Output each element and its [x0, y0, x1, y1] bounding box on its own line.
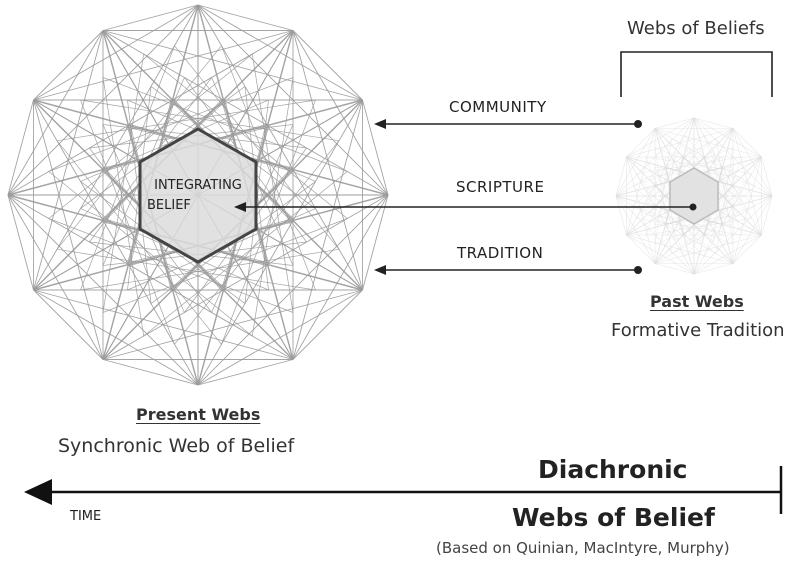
tradition-label: TRADITION [457, 244, 544, 262]
present-web-line [80, 99, 340, 142]
past-web-line [632, 137, 717, 206]
present-web-line [174, 45, 340, 250]
past-web-line [716, 138, 734, 245]
past-web-line [671, 186, 756, 255]
formative-tradition-label: Formative Tradition [611, 320, 785, 341]
past-web-line [645, 156, 752, 174]
past-web-line [635, 134, 704, 219]
past-web-line [671, 137, 756, 206]
present-web-line [56, 248, 316, 291]
time-label: TIME [70, 509, 102, 524]
past-web-line [761, 156, 773, 197]
present-web-line [221, 99, 316, 345]
past-web-line [684, 173, 753, 258]
community-dot [634, 120, 642, 128]
past-web-line [635, 173, 704, 258]
past-web-line [632, 205, 734, 245]
past-web-line [703, 134, 743, 236]
past-web-line [732, 128, 762, 158]
present-web-line [143, 171, 348, 337]
integrating-label-line1: INTEGRATING [154, 178, 242, 193]
past-web-line [716, 147, 734, 254]
present-web-line [80, 248, 340, 291]
present-web-line [33, 289, 104, 360]
present-web-line [48, 77, 294, 172]
past-web-line [615, 156, 627, 197]
present-web-line [7, 194, 34, 291]
attribution-label: (Based on Quinian, MacIntyre, Murphy) [436, 539, 730, 557]
past-web-line [632, 147, 734, 187]
present-web-line [102, 4, 199, 31]
past-web-line [693, 263, 734, 275]
past-web-line [654, 147, 672, 254]
webs-of-beliefs-bracket [620, 51, 773, 97]
past-web-line [632, 186, 717, 255]
present-web-line [102, 77, 145, 337]
past-web-line [654, 138, 672, 245]
present-web-line [362, 194, 389, 291]
past-web-line [703, 156, 743, 258]
past-web-line [636, 218, 743, 236]
present-web-line [48, 171, 253, 337]
present-web-line [251, 53, 294, 313]
present-web-line [197, 4, 294, 31]
past-web-line [693, 117, 734, 129]
webs-of-belief-label: Webs of Belief [512, 503, 715, 532]
past-web-line [645, 134, 685, 236]
past-web-line [654, 147, 756, 187]
integrating-belief-label: INTEGRATING BELIEF [140, 176, 256, 216]
tradition-arrowhead [374, 265, 386, 275]
past-web-line [654, 205, 756, 245]
integrating-belief-hexagon [138, 127, 258, 264]
present-web-line [102, 218, 348, 313]
past-web-line [636, 156, 743, 174]
present-web-line [48, 53, 253, 219]
past-web-line [654, 263, 695, 275]
present-web-line [221, 45, 316, 291]
synchronic-web-label: Synchronic Web of Belief [58, 435, 295, 457]
past-web-line [626, 234, 656, 264]
present-webs-heading: Present Webs [136, 405, 261, 424]
community-arrowhead [374, 119, 386, 129]
community-label: COMMUNITY [449, 98, 547, 116]
present-web-line [56, 99, 316, 142]
past-webs-heading: Past Webs [650, 292, 744, 311]
present-web-line [197, 359, 294, 386]
past-web-line [684, 134, 753, 219]
present-web-line [292, 289, 363, 360]
diachronic-label: Diachronic [538, 455, 688, 484]
present-web-line [80, 45, 175, 291]
past-web-hexagon [669, 167, 719, 225]
present-web-line [292, 30, 363, 101]
scripture-dot [689, 203, 697, 211]
present-web-line [33, 30, 104, 101]
scripture-label: SCRIPTURE [456, 178, 545, 196]
present-web-line [362, 99, 389, 196]
integrating-label-line2: BELIEF [147, 198, 191, 213]
past-web-line [654, 117, 695, 129]
present-web-line [48, 218, 294, 313]
present-web-line [7, 99, 34, 196]
present-web-line [102, 77, 348, 172]
past-web-line [645, 218, 752, 236]
past-web-line [761, 195, 773, 236]
present-web-line [143, 53, 348, 219]
tradition-dot [634, 266, 642, 274]
scripture-arrowhead [234, 202, 246, 212]
webs-of-beliefs-label: Webs of Beliefs [627, 18, 765, 39]
present-web-line [102, 359, 199, 386]
present-web-line [102, 53, 145, 313]
present-web-line [80, 99, 175, 345]
present-web-line [56, 45, 222, 250]
past-web-line [626, 128, 656, 158]
present-web-line [174, 140, 340, 345]
present-web-line [56, 140, 222, 345]
past-web-line [732, 234, 762, 264]
time-arrowhead [24, 479, 52, 505]
past-web-line [615, 195, 627, 236]
